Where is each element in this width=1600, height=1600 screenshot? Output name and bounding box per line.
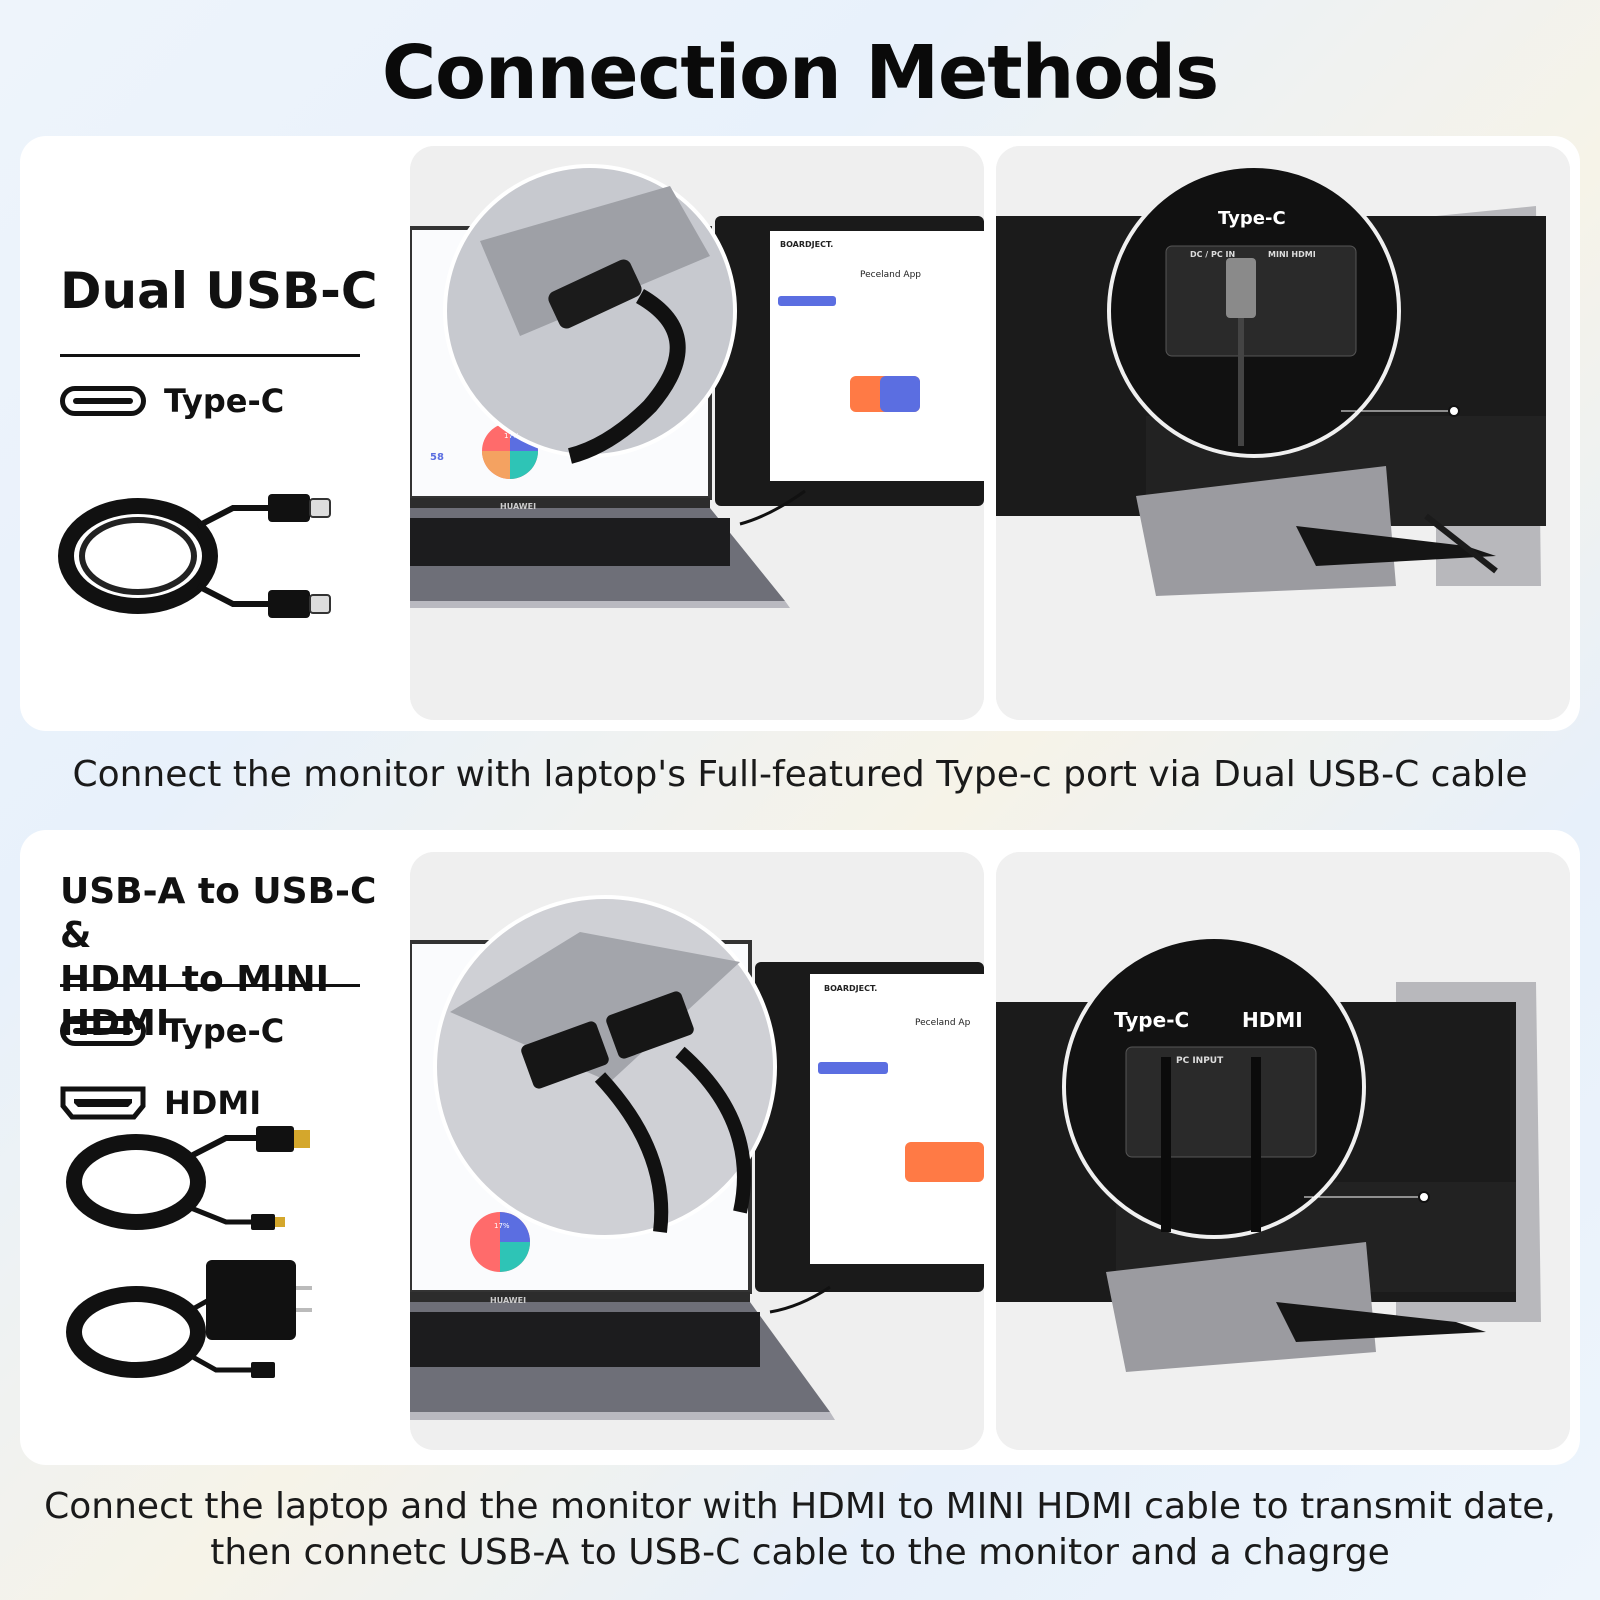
caption-line2: then connetc USB-A to USB-C cable to the… xyxy=(210,1532,1390,1573)
caption-line1: Connect the laptop and the monitor with … xyxy=(44,1486,1556,1527)
app-logo: BOARDJECT. xyxy=(824,984,878,993)
dual-usbc-panel: Dual USB-C Type-C xyxy=(20,136,1580,731)
pie-value: 17% xyxy=(494,1222,510,1230)
mini-hdmi-port-label: MINI HDMI xyxy=(1268,250,1316,259)
laptop-monitor-photo: HUAWEI BOARDJECT. Peceland Ap 17% xyxy=(410,852,984,1450)
section1-caption: Connect the monitor with laptop's Full-f… xyxy=(72,754,1528,795)
gauge-value: 58 xyxy=(430,452,444,463)
monitor-back-photo: Type-C DC / PC IN MINI HDMI xyxy=(996,146,1570,720)
legend-label: Type-C xyxy=(164,382,285,420)
hdmi-cable-icon xyxy=(66,1126,310,1230)
dc-port-label: DC / PC IN xyxy=(1190,250,1236,259)
typec-callout: Type-C xyxy=(1218,208,1286,229)
legend-item-typec: Type-C xyxy=(60,382,284,420)
laptop-brand: HUAWEI xyxy=(500,502,537,511)
pc-input-label: PC INPUT xyxy=(1176,1056,1224,1066)
section2-caption: Connect the laptop and the monitor with … xyxy=(0,1484,1600,1576)
legend-label: Type-C xyxy=(164,1012,285,1050)
laptop-monitor-photo: HUAWEI BOARDJECT. Peceland App 58 17% xyxy=(410,146,984,720)
app-title: Peceland App xyxy=(860,270,922,280)
legend-label: HDMI xyxy=(164,1084,262,1122)
section-title-line1: USB-A to USB-C & xyxy=(60,871,377,956)
legend-item-hdmi: HDMI xyxy=(60,1084,261,1122)
section-title: USB-A to USB-C & HDMI to MINI HDMI xyxy=(60,870,420,1046)
usbc-cable-icon xyxy=(58,494,331,618)
divider xyxy=(60,354,360,357)
section-title: Dual USB-C xyxy=(60,262,378,320)
app-logo: BOARDJECT. xyxy=(780,240,834,249)
legend-item-typec: Type-C xyxy=(60,1012,284,1050)
page-title: Connection Methods xyxy=(381,30,1219,116)
usba-hdmi-panel: USB-A to USB-C & HDMI to MINI HDMI Type-… xyxy=(20,830,1580,1465)
pie-value: 17% xyxy=(504,432,520,440)
charger-cable-icon xyxy=(66,1260,312,1378)
monitor-back-photo: Type-C HDMI PC INPUT xyxy=(996,852,1570,1450)
type-c-port-icon xyxy=(60,1016,146,1046)
divider xyxy=(60,984,360,987)
app-title: Peceland Ap xyxy=(915,1018,971,1028)
laptop-brand: HUAWEI xyxy=(490,1296,527,1305)
hdmi-callout: HDMI xyxy=(1242,1008,1303,1032)
typec-callout: Type-C xyxy=(1114,1008,1190,1032)
hdmi-port-icon xyxy=(60,1086,146,1120)
type-c-port-icon xyxy=(60,386,146,416)
section-title-line2: HDMI to MINI HDMI xyxy=(60,959,329,1044)
